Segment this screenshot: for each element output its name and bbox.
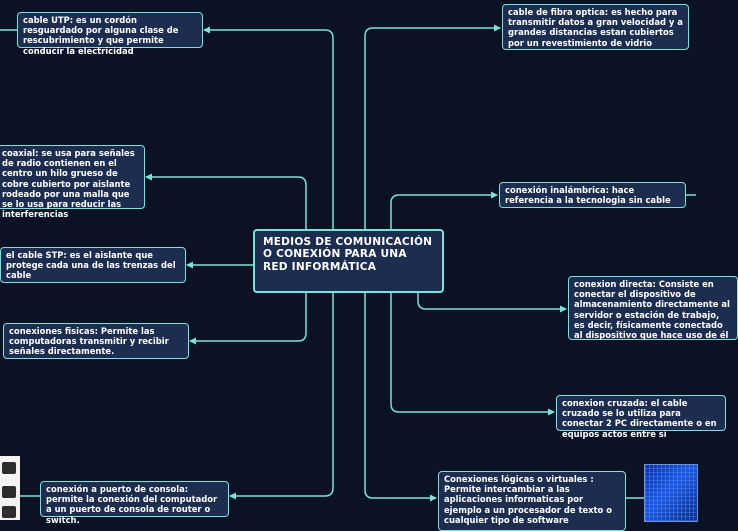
node-conexion-inalambrica-text: conexión inalámbrica: hace referencia a … (505, 185, 671, 206)
link-fibra (364, 24, 501, 229)
node-fibra-optica-text: cable de fibra optica: es hecho para tra… (508, 7, 683, 48)
node-cable-stp[interactable]: el cable STP: es el aislante que protege… (0, 247, 186, 283)
link-consola (229, 293, 334, 500)
node-coaxial-text: coaxial: se usa para señales de radio co… (2, 148, 135, 220)
connector-lines (0, 24, 696, 502)
link-coaxial (145, 173, 307, 229)
node-cable-stp-text: el cable STP: es el aislante que protege… (6, 250, 176, 281)
node-conexion-directa[interactable]: conexion directa: Consiste en conectar e… (568, 276, 738, 340)
central-topic[interactable]: MEDIOS DE COMUNICACIÓN O CONEXIÓN PARA U… (253, 229, 444, 293)
mind-map-canvas: MEDIOS DE COMUNICACIÓN O CONEXIÓN PARA U… (0, 4, 738, 531)
node-conexiones-logicas-text: Conexiones lógicas o virtuales : Permite… (444, 474, 612, 525)
node-fibra-optica[interactable]: cable de fibra optica: es hecho para tra… (502, 4, 689, 50)
node-cable-utp-text: cable UTP: es un cordón resguardado por … (23, 15, 179, 56)
link-inalambrica (390, 191, 498, 229)
network-devices-photo (0, 456, 20, 520)
node-coaxial[interactable]: coaxial: se usa para señales de radio co… (0, 145, 145, 219)
fiber-optic-photo (644, 464, 698, 522)
link-utp (203, 26, 334, 229)
node-conexion-directa-text: conexion directa: Consiste en conectar e… (574, 279, 730, 341)
node-conexiones-fisicas[interactable]: conexiones fisicas: Permite las computad… (3, 323, 189, 359)
node-conexion-cruzada-text: conexion cruzada: el cable cruzado se lo… (562, 398, 717, 439)
node-conexiones-logicas[interactable]: Conexiones lógicas o virtuales : Permite… (438, 471, 626, 531)
node-conexion-cruzada[interactable]: conexion cruzada: el cable cruzado se lo… (556, 395, 726, 439)
central-topic-title: MEDIOS DE COMUNICACIÓN O CONEXIÓN PARA U… (263, 236, 433, 273)
node-conexiones-fisicas-text: conexiones fisicas: Permite las computad… (9, 326, 169, 357)
link-fisicas (189, 293, 307, 345)
link-logicas (364, 293, 437, 502)
link-directa (417, 293, 567, 313)
node-puerto-consola-text: conexión a puerto de consola: permite la… (46, 484, 218, 525)
link-cruzada (390, 293, 555, 416)
node-puerto-consola[interactable]: conexión a puerto de consola: permite la… (40, 481, 229, 525)
node-conexion-inalambrica[interactable]: conexión inalámbrica: hace referencia a … (499, 182, 686, 208)
node-cable-utp[interactable]: cable UTP: es un cordón resguardado por … (17, 12, 203, 56)
